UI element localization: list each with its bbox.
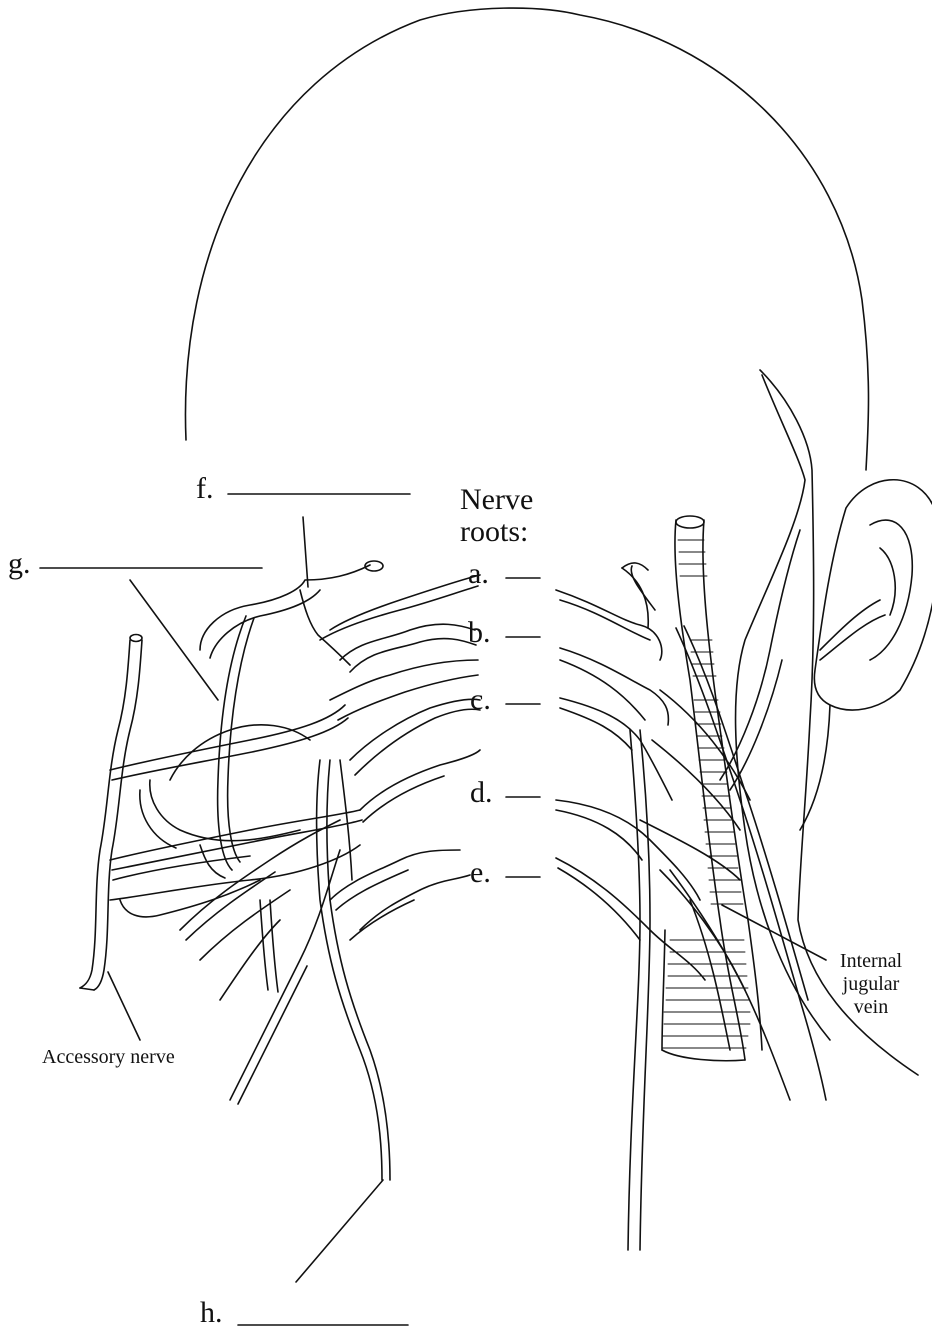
label-a: a. (468, 557, 489, 591)
nerve-roots-line2: roots: (460, 515, 528, 549)
leader-f-down (303, 517, 308, 587)
scm-right-3 (820, 615, 885, 660)
right-plexus (556, 530, 826, 1250)
ear-detail (880, 548, 895, 615)
label-internal-jugular: Internal jugular vein (826, 950, 916, 1019)
label-g: g. (8, 547, 31, 581)
label-accessory-nerve: Accessory nerve (42, 1046, 175, 1069)
ear-inner (870, 520, 912, 660)
label-c: c. (470, 683, 491, 717)
jugular-lower-segment (662, 930, 665, 1050)
internal-jugular-line2: jugular (826, 973, 916, 996)
label-e: e. (470, 856, 491, 890)
internal-jugular-vein (662, 516, 762, 1061)
label-f: f. (196, 472, 214, 506)
head-outline (185, 8, 868, 470)
left-plexus (110, 561, 480, 1180)
leader-g-diag (130, 580, 218, 700)
accessory-nerve-drawing (80, 635, 142, 991)
label-b: b. (468, 616, 491, 650)
internal-jugular-line1: Internal (826, 950, 916, 973)
leader-h-diag (296, 1180, 383, 1282)
scm-right-2 (820, 600, 880, 650)
nerve-roots-line1: Nerve (460, 483, 533, 517)
ear-outline (814, 480, 932, 710)
label-h: h. (200, 1296, 223, 1330)
internal-jugular-line3: vein (826, 996, 916, 1019)
label-d: d. (470, 776, 493, 810)
leader-accessory (108, 972, 140, 1040)
